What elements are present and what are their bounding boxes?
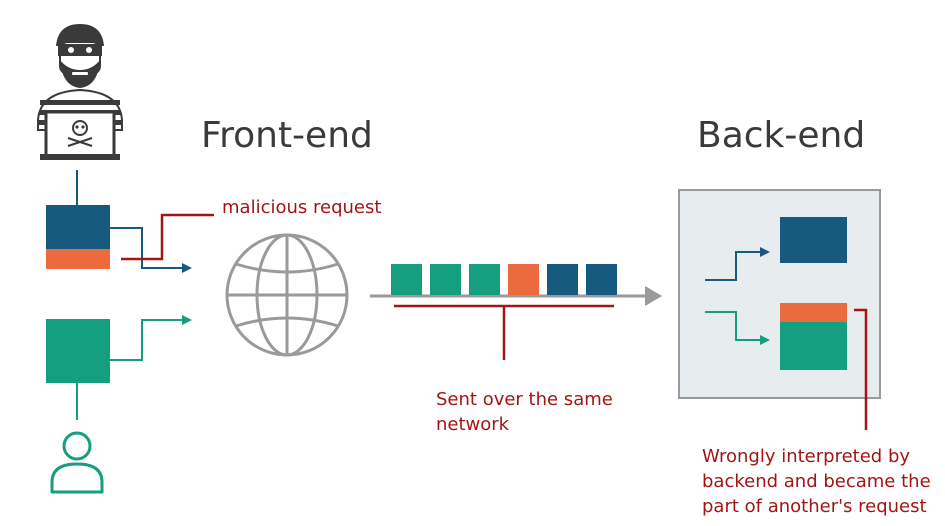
wrongly-line-3: part of another's request — [702, 496, 927, 517]
packet-dark_blue — [547, 264, 578, 295]
wrongly-line-2: backend and became the — [702, 471, 931, 492]
user-icon — [50, 431, 104, 494]
packet-teal — [430, 264, 461, 295]
globe-icon — [225, 233, 349, 357]
back-end-heading: Back-end — [697, 115, 866, 156]
hacker-icon — [37, 24, 123, 160]
backend-panel — [678, 189, 881, 399]
wrongly-leader-line — [854, 308, 868, 430]
malicious-leader-line — [121, 213, 214, 261]
backend-blue-request — [780, 217, 847, 263]
packet-queue — [391, 264, 617, 295]
packet-teal — [391, 264, 422, 295]
malicious-flow-arrow — [110, 227, 192, 273]
malicious-request-block — [46, 205, 110, 269]
network-pipe-arrowhead — [645, 286, 662, 306]
wrongly-line-1: Wrongly interpreted by — [702, 446, 911, 467]
packet-teal — [469, 264, 500, 295]
front-end-heading: Front-end — [201, 115, 373, 156]
backend-merged-request — [780, 303, 847, 370]
backend-teal-arrow — [705, 311, 770, 345]
packet-dark_blue — [586, 264, 617, 295]
sent-over-line-1: Sent over the same — [436, 389, 613, 410]
legit-flow-arrow — [110, 315, 192, 361]
backend-blue-arrow — [705, 247, 770, 281]
sent-over-network-label: Sent over the same network — [436, 387, 613, 437]
malicious-request-label: malicious request — [222, 197, 382, 218]
packet-orange — [508, 264, 539, 295]
sent-over-line-2: network — [436, 414, 510, 435]
legit-request-block — [46, 319, 110, 383]
wrongly-interpreted-label: Wrongly interpreted by backend and becam… — [702, 444, 931, 519]
